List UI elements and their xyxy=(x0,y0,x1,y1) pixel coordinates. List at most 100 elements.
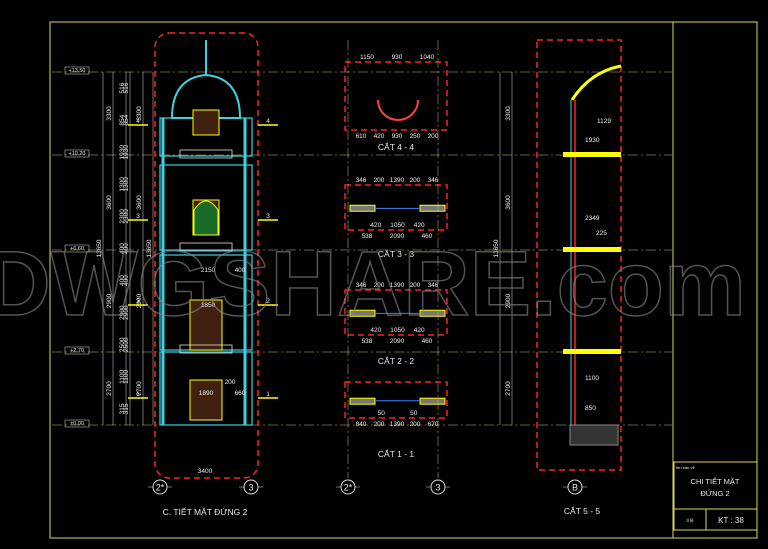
section-marker-label: 2 xyxy=(266,298,270,305)
dimension-text: 1100 xyxy=(585,375,599,382)
dimension-text: 1930 xyxy=(119,145,126,160)
dimension-text: 1930 xyxy=(123,145,130,160)
floor-facade xyxy=(159,164,253,251)
dimension-text: 2300 xyxy=(119,209,126,224)
curved-balcony xyxy=(377,99,419,121)
dimension-text: 854 xyxy=(119,114,126,125)
section-cut-boundary xyxy=(344,289,448,336)
dome-arch xyxy=(170,73,242,119)
dimension-text: 1050 xyxy=(390,327,405,334)
floor-slab xyxy=(563,247,621,252)
dimension-text: 315 xyxy=(119,403,126,414)
balcony-railing xyxy=(179,344,233,354)
section-marker-label: 4 xyxy=(136,118,140,125)
dimension-text: 2900 xyxy=(136,293,143,308)
dimension-text: 3600 xyxy=(106,195,113,210)
dimension-text: 3600 xyxy=(136,195,143,210)
dimension-text: 1100 xyxy=(123,369,130,383)
section-marker-label: 3 xyxy=(136,213,140,220)
dimension-text: 346 xyxy=(428,177,439,184)
level-tag xyxy=(64,244,90,253)
dimension-text: 13650 xyxy=(146,239,153,257)
drawing-title-line2: ĐỨNG 2 xyxy=(700,489,729,498)
dimension-text: 2900 xyxy=(106,293,113,308)
dimension-text: 3300 xyxy=(136,106,143,121)
balcony-railing xyxy=(179,242,233,252)
wall-section xyxy=(419,204,446,212)
elevation-dimensions: 1365033003600290027005168541930130023004… xyxy=(96,72,278,425)
dimension-text: 538 xyxy=(362,233,373,240)
floor-slab xyxy=(563,152,621,157)
section-5-5: 3300360029002700136501129193022523491100… xyxy=(493,39,622,471)
level-tag xyxy=(64,419,90,428)
dimension-text: 200 xyxy=(374,177,385,184)
level-label: +2.70 xyxy=(70,348,84,354)
dimension-text: 2900 xyxy=(505,293,512,308)
dimension-text: 538 xyxy=(362,338,373,345)
section-marker-label: 2 xyxy=(136,298,140,305)
title-block: tên bản vẽ CHI TIẾT MẶT ĐỨNG 2 tỉ lệ KT … xyxy=(673,461,758,531)
section-title: CẮT 4 - 4 xyxy=(378,142,414,152)
inner-dimension-text: 400 xyxy=(235,267,246,274)
foundation xyxy=(569,424,619,446)
dimension-text: 50 xyxy=(378,410,386,417)
dimension-text: 3300 xyxy=(106,106,113,121)
dimension-text: 2700 xyxy=(505,381,512,396)
arched-window xyxy=(193,200,219,236)
inner-dimension-text: 660 xyxy=(235,390,246,397)
dimension-text: 2349 xyxy=(585,215,600,222)
wall-section xyxy=(349,204,376,212)
dimension-text: 1930 xyxy=(585,137,600,144)
section-title: CẮT 1 - 1 xyxy=(378,449,414,459)
dimension-text: 420 xyxy=(374,133,385,140)
dimension-text: 1050 xyxy=(390,222,405,229)
dimension-text: 420 xyxy=(370,222,381,229)
dimension-text: 250 xyxy=(410,133,421,140)
grid-bubble xyxy=(567,479,583,495)
dimension-text: 2300 xyxy=(123,209,130,224)
elevation-title: C. TIẾT MẶT ĐỨNG 2 xyxy=(163,507,248,517)
roof-arch xyxy=(570,64,622,101)
level-tag xyxy=(64,66,90,75)
dimension-text: 2700 xyxy=(136,381,143,396)
scale-label: tỉ lệ xyxy=(686,517,694,523)
dimension-text: 346 xyxy=(428,282,439,289)
elevation-drawing xyxy=(154,32,259,479)
dimension-text: 346 xyxy=(356,282,367,289)
dimension-text: 420 xyxy=(370,327,381,334)
dimension-text: 2900 xyxy=(119,305,126,320)
section-5-5-cut-boundary xyxy=(536,39,622,471)
dimension-text: 840 xyxy=(356,421,367,428)
inner-dimension-text: 1890 xyxy=(199,390,214,397)
grid-bubble xyxy=(430,479,446,495)
sheet-number: KT : 38 xyxy=(718,516,744,525)
dimension-text: 3600 xyxy=(505,195,512,210)
grid-label: B xyxy=(572,483,578,493)
dimension-text: 854 xyxy=(123,114,130,125)
dimension-text: 2090 xyxy=(390,338,405,345)
dimension-text: 670 xyxy=(428,421,439,428)
balcony-railing xyxy=(179,149,233,159)
dimension-text: 420 xyxy=(414,222,425,229)
grid-bubble xyxy=(340,479,356,495)
grid-label: 2* xyxy=(344,483,353,493)
dimension-text: 2700 xyxy=(106,381,113,396)
dimension-text: 400 xyxy=(119,243,126,254)
dimension-text: 200 xyxy=(410,282,421,289)
level-tag xyxy=(64,346,90,355)
dimension-text: 610 xyxy=(356,133,367,140)
level-tag xyxy=(64,149,90,158)
level-label: +6.60 xyxy=(70,246,84,252)
title-block-box xyxy=(673,461,758,531)
dimension-text: 200 xyxy=(374,282,385,289)
section-cut-boundary xyxy=(344,61,448,131)
wall-section xyxy=(349,397,376,405)
dimension-text: 2900 xyxy=(123,305,130,320)
section-cut-boundary xyxy=(344,381,448,419)
dimension-text: 1040 xyxy=(420,54,435,61)
